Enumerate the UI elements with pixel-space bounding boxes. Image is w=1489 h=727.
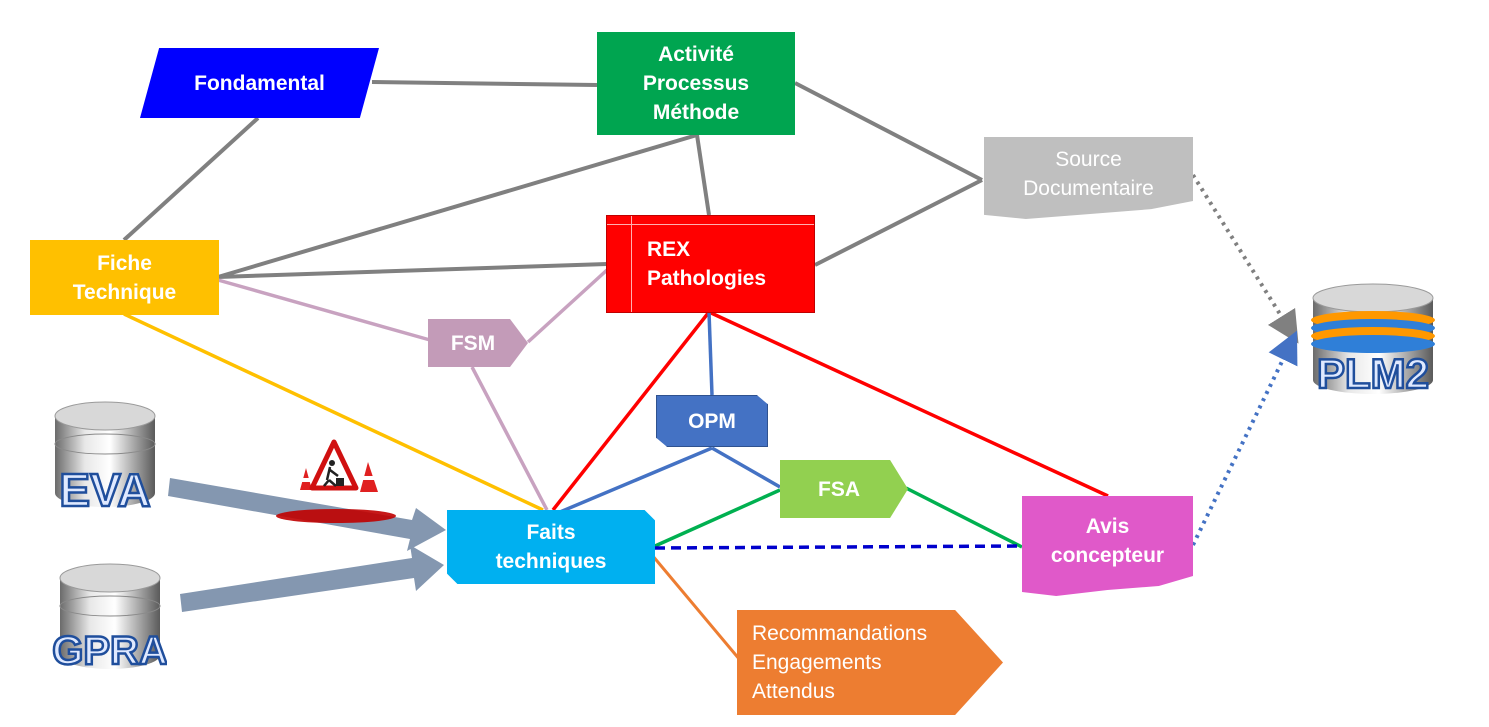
node-activite-processus-methode: Activité Processus Méthode: [597, 32, 795, 135]
link-fsm-faits: [470, 366, 549, 511]
node-source-line2: Documentaire: [1023, 177, 1154, 200]
link-activite-source: [794, 81, 983, 182]
link-opm-faits: [559, 446, 713, 514]
link-rex-faits: [551, 310, 711, 512]
node-avis-concepteur: Avis concepteur: [1022, 496, 1193, 596]
link-faits-reco: [650, 554, 742, 661]
link-fiche-fsm: [217, 278, 431, 342]
node-fiche-technique: Fiche Technique: [30, 240, 219, 315]
link-rex-opm: [707, 311, 714, 396]
node-fondamental: Fondamental: [140, 48, 379, 118]
link-activite-rex: [695, 134, 711, 216]
node-rex-line2: Pathologies: [647, 267, 767, 290]
node-faits-techniques: Faits techniques: [447, 510, 655, 584]
database-gpra-label: GPRA: [52, 629, 167, 673]
database-gpra-icon: GPRA: [52, 563, 167, 674]
rex-inner-frame-v: [631, 216, 632, 312]
node-faits-line2: techniques: [495, 550, 607, 573]
node-opm-label: OPM: [688, 409, 736, 433]
link-fsm-rex: [526, 268, 609, 344]
link-rex-avis: [708, 310, 1109, 498]
node-fsm-label: FSM: [450, 331, 496, 355]
node-activite-line2: Processus: [642, 72, 750, 95]
link-opm-fsa: [711, 446, 781, 489]
link-faits-avis: [654, 544, 1023, 550]
link-rex-source: [814, 178, 983, 267]
database-plm2-icon: PLM2: [1311, 283, 1435, 398]
rex-inner-frame: [607, 224, 814, 225]
node-faits-line1: Faits: [526, 521, 576, 544]
node-avis-line1: Avis: [1085, 515, 1130, 538]
link-fondamental-fiche: [122, 116, 260, 242]
node-activite-line1: Activité: [658, 43, 734, 66]
node-avis-line2: concepteur: [1050, 544, 1165, 567]
node-reco-line2: Engagements: [752, 651, 882, 674]
node-source-documentaire: Source Documentaire: [984, 137, 1193, 219]
link-faits-fsa: [654, 488, 781, 548]
node-fiche-line2: Technique: [72, 280, 177, 304]
roadwork-sign-icon: [276, 439, 396, 523]
link-fiche-faits: [123, 312, 544, 512]
link-fiche-rex: [217, 262, 608, 279]
node-opm: OPM: [656, 395, 768, 447]
arrow-gpra-faits: [180, 545, 444, 612]
node-fondamental-label: Fondamental: [194, 71, 325, 95]
link-avis-plm: [1191, 330, 1298, 546]
link-fsa-avis: [905, 486, 1023, 549]
node-fsa: FSA: [780, 460, 908, 518]
node-recommandations: Recommandations Engagements Attendus: [737, 610, 1003, 715]
link-activite-fiche: [217, 133, 698, 279]
node-rex-pathologies: REX Pathologies: [606, 215, 815, 313]
link-fondamental-activite: [371, 80, 598, 87]
node-reco-line3: Attendus: [752, 680, 835, 703]
database-eva-icon: EVA: [54, 401, 156, 513]
node-source-line1: Source: [1055, 148, 1122, 171]
database-eva-label: EVA: [59, 464, 150, 513]
node-activite-line3: Méthode: [652, 101, 740, 124]
database-plm2-label: PLM2: [1317, 350, 1429, 397]
node-fsm: FSM: [428, 319, 528, 367]
node-fiche-line1: Fiche: [97, 251, 152, 275]
node-fsa-label: FSA: [818, 477, 860, 501]
node-reco-line1: Recommandations: [752, 622, 928, 645]
node-rex-line1: REX: [647, 238, 691, 261]
link-source-plm: [1191, 173, 1299, 344]
